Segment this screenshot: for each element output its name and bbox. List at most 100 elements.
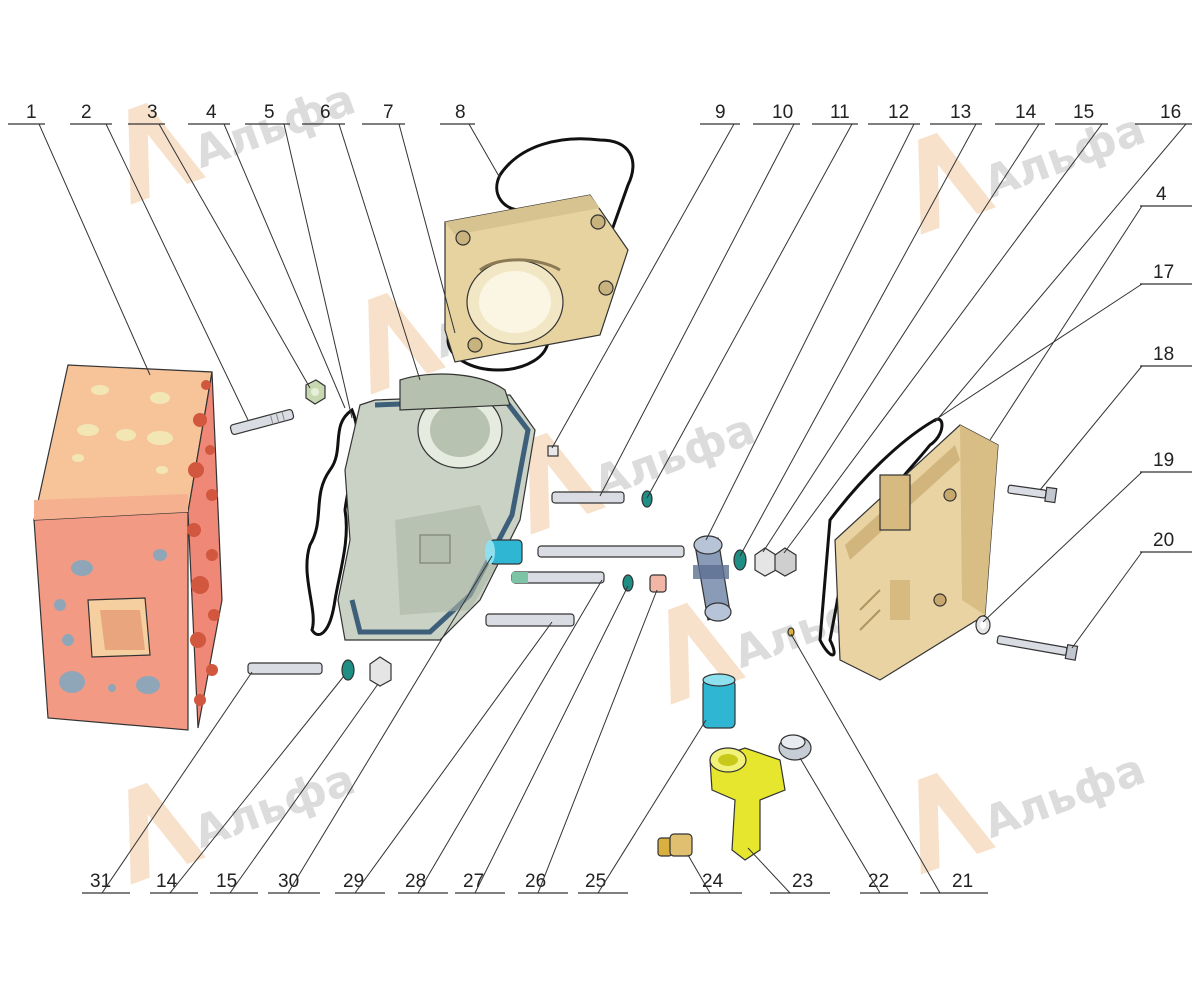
callout-number: 4 [1156, 184, 1167, 205]
watermark-text: Альфа [187, 74, 362, 179]
part-pin-21 [787, 627, 795, 637]
callout-number: 14 [156, 871, 178, 892]
part-cover-6 [337, 373, 536, 641]
callout-number: 22 [868, 871, 889, 892]
callout-leader [169, 675, 345, 894]
callout-leader [101, 671, 253, 894]
callout-leader [1039, 365, 1143, 491]
part-bolt-18 [1007, 484, 1058, 504]
callout-leader [417, 579, 603, 894]
part-gasket-5 [305, 407, 359, 636]
callout-number: 20 [1153, 530, 1174, 551]
part-nut-15 [774, 547, 797, 577]
watermark-text: Альфа [977, 744, 1152, 849]
callout-number: 4 [206, 102, 217, 123]
part-cyan-sleeve-30 [485, 539, 523, 565]
callout-leader [934, 123, 1187, 423]
callout-leader [398, 123, 456, 334]
part-gasket-17 [818, 417, 944, 657]
part-nut-3 [305, 379, 326, 405]
part-plug-24 [657, 833, 693, 857]
callout-leader [38, 123, 151, 376]
callout-leader [799, 757, 881, 894]
part-lever-23 [709, 747, 786, 861]
part-washer-27 [622, 574, 634, 592]
callout-number: 28 [405, 871, 426, 892]
part-stud-29 [511, 571, 605, 584]
callout-leader [551, 123, 735, 449]
callout-number: 27 [463, 871, 484, 892]
callout-leader [646, 123, 853, 499]
callout-number: 17 [1153, 262, 1174, 283]
part-nut-15-lower [369, 656, 392, 687]
part-washer-11 [641, 490, 653, 508]
callout-number: 11 [830, 102, 850, 123]
callout-number: 1 [26, 102, 37, 123]
callout-leader [283, 123, 353, 419]
callout-number: 3 [147, 102, 158, 123]
part-stud-31 [247, 662, 323, 675]
callout-number: 7 [383, 102, 394, 123]
callout-number: 30 [278, 871, 299, 892]
callout-number: 6 [320, 102, 331, 123]
part-link-12 [693, 535, 732, 622]
part-flange-8 [444, 137, 635, 363]
callout-number: 13 [950, 102, 971, 123]
part-washer-19 [975, 615, 991, 635]
part-nut-14 [754, 547, 777, 577]
callout-leader [474, 585, 629, 894]
callout-leader [354, 621, 553, 894]
callout-leader [158, 123, 311, 389]
callout-number: 15 [216, 871, 237, 892]
callout-number: 10 [772, 102, 793, 123]
callout-leader [1071, 551, 1143, 649]
callout-leader [287, 555, 493, 894]
watermark-text: Альфа [187, 754, 362, 859]
part-bushing-26 [649, 574, 667, 593]
part-stud-2 [229, 408, 295, 436]
callout-leader [537, 589, 658, 894]
part-small-nut-9 [547, 445, 559, 457]
callout-number: 31 [90, 871, 111, 892]
callout-leader [747, 847, 791, 894]
callout-number: 15 [1073, 102, 1094, 123]
callout-leader [105, 123, 249, 421]
callout-leader [783, 123, 1103, 554]
callout-leader [790, 633, 941, 894]
watermark-logo: Альфа [128, 754, 362, 885]
callout-number: 16 [1160, 102, 1181, 123]
callout-number: 5 [264, 102, 275, 123]
watermark-logo: Альфа [528, 404, 762, 535]
part-long-stud [537, 545, 685, 558]
watermark-logo: Альфа [918, 744, 1152, 875]
callout-leader [934, 283, 1143, 421]
part-stud-lower [485, 613, 575, 627]
part-cover-16 [834, 424, 999, 681]
callout-number: 12 [888, 102, 909, 123]
callout-number: 24 [702, 871, 724, 892]
callout-leader [687, 854, 711, 894]
part-bolt-20 [996, 635, 1079, 661]
callout-leader [229, 683, 379, 894]
callout-number: 29 [343, 871, 364, 892]
callout-leader [989, 205, 1143, 441]
callout-leader [762, 123, 1040, 553]
callout-number: 9 [715, 102, 726, 123]
watermark-text: Альфа [977, 104, 1152, 209]
callout-leader [705, 123, 915, 541]
callout-number: 8 [455, 102, 466, 123]
part-washer-13 [733, 549, 747, 571]
callout-number: 18 [1153, 344, 1174, 365]
part-stud-10 [551, 491, 625, 504]
callout-number: 19 [1153, 450, 1174, 471]
callout-leader [338, 123, 421, 381]
callout-number: 23 [792, 871, 813, 892]
part-plug-22 [778, 734, 812, 761]
callout-number: 21 [952, 871, 973, 892]
callout-leader [739, 123, 977, 557]
part-washer-14-lower [341, 659, 355, 681]
callout-leader [982, 471, 1143, 623]
